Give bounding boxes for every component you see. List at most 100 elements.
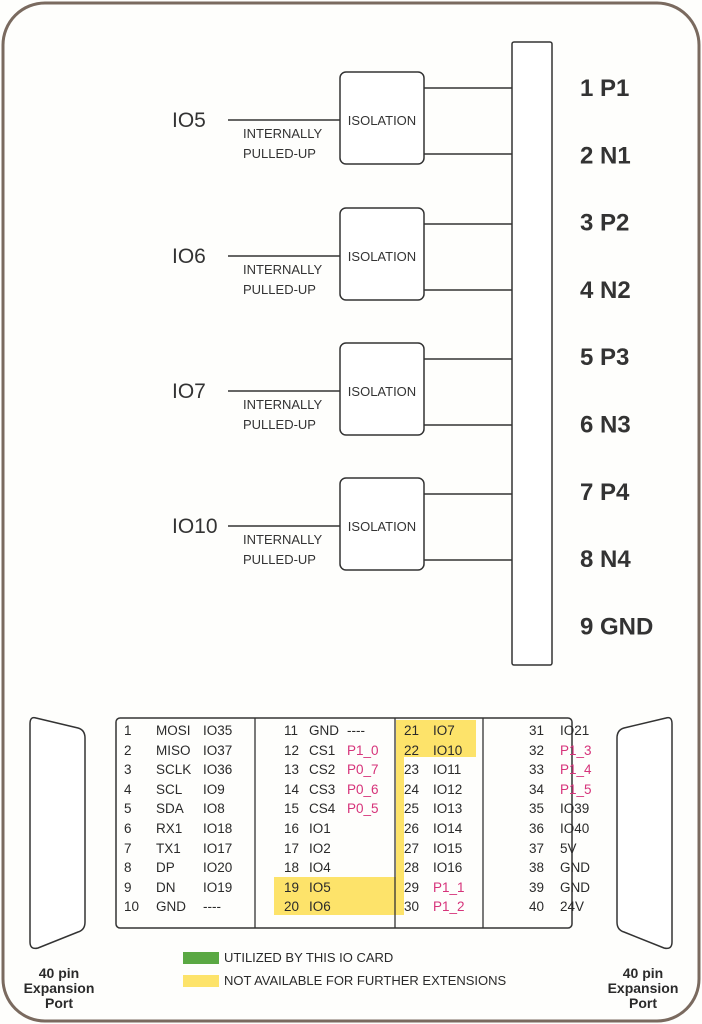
pin-function: P1_4 bbox=[560, 762, 592, 778]
connector-pin-label: 8 N4 bbox=[580, 546, 631, 573]
legend-label: UTILIZED BY THIS IO CARD bbox=[224, 950, 394, 965]
pin-number: 36 bbox=[529, 821, 545, 836]
pin-number: 16 bbox=[284, 821, 300, 836]
pin-function: SDA bbox=[156, 801, 184, 817]
pin-number: 27 bbox=[404, 840, 420, 856]
pin-function: CS2 bbox=[309, 762, 336, 778]
pin-signal: IO18 bbox=[203, 821, 233, 836]
pin-number: 6 bbox=[124, 821, 132, 836]
pin-function: DP bbox=[156, 860, 175, 876]
pin-function: IO39 bbox=[560, 801, 590, 817]
pin-function: P1_3 bbox=[560, 742, 592, 758]
pin-function: MISO bbox=[156, 742, 191, 758]
pin-signal: ---- bbox=[347, 723, 365, 738]
pin-function: P1_5 bbox=[560, 781, 592, 797]
pin-table-border bbox=[115, 717, 573, 929]
pin-function: IO11 bbox=[433, 762, 462, 778]
note-pulled-up: PULLED-UP bbox=[243, 282, 316, 297]
pin-number: 26 bbox=[404, 821, 420, 836]
connector-pin-label: 3 P2 bbox=[580, 210, 629, 237]
pin-number: 35 bbox=[529, 801, 545, 817]
pin-number: 9 bbox=[124, 879, 132, 895]
pin-function: 5V bbox=[560, 840, 577, 856]
pin-number: 24 bbox=[404, 781, 420, 797]
pin-number: 34 bbox=[529, 781, 545, 797]
pin-function: SCL bbox=[156, 781, 183, 797]
pin-function: 24V bbox=[560, 899, 585, 915]
pin-function: IO6 bbox=[309, 899, 331, 915]
pin-number: 39 bbox=[529, 879, 545, 895]
pin-signal: IO19 bbox=[203, 879, 233, 895]
pin-function: IO7 bbox=[433, 723, 455, 738]
pin-function: P1_2 bbox=[433, 899, 465, 915]
pin-number: 38 bbox=[529, 860, 545, 876]
pin-number: 11 bbox=[284, 723, 299, 738]
pin-number: 1 bbox=[124, 723, 132, 738]
isolation-label: ISOLATION bbox=[348, 249, 416, 264]
pin-function: IO40 bbox=[560, 821, 590, 836]
legend-label: NOT AVAILABLE FOR FURTHER EXTENSIONS bbox=[224, 973, 507, 988]
pin-number: 17 bbox=[284, 840, 300, 856]
pin-number: 4 bbox=[124, 781, 132, 797]
connector-pin-label: 6 N3 bbox=[580, 412, 631, 439]
pin-function: IO21 bbox=[560, 723, 590, 738]
pin-function: GND bbox=[156, 899, 186, 915]
pin-signal: P0_7 bbox=[347, 762, 379, 778]
note-internally: INTERNALLY bbox=[243, 126, 323, 141]
input-label: IO10 bbox=[172, 515, 218, 538]
isolation-box bbox=[339, 342, 425, 436]
isolation-box bbox=[339, 207, 425, 301]
highlight-pins-21-22 bbox=[396, 720, 476, 757]
pin-function: IO5 bbox=[309, 879, 331, 895]
pin-number: 5 bbox=[124, 801, 132, 817]
pin-signal: IO9 bbox=[203, 781, 225, 797]
pin-signal: IO37 bbox=[203, 742, 233, 758]
pin-number: 3 bbox=[124, 762, 132, 778]
pin-function: GND bbox=[560, 879, 590, 895]
highlight-strip bbox=[396, 720, 404, 915]
pin-function: GND bbox=[560, 860, 590, 876]
pin-function: IO4 bbox=[309, 860, 331, 876]
pin-number: 29 bbox=[404, 879, 420, 895]
pin-number: 37 bbox=[529, 840, 545, 856]
connector-pin-label: 7 P4 bbox=[580, 479, 630, 506]
pin-signal: ---- bbox=[203, 899, 221, 915]
left-expansion-port-icon bbox=[29, 716, 86, 950]
pin-number: 22 bbox=[404, 742, 420, 758]
pin-number: 8 bbox=[124, 860, 132, 876]
pin-signal: P0_6 bbox=[347, 781, 379, 797]
pin-function: IO15 bbox=[433, 840, 463, 856]
yellow-swatch bbox=[183, 974, 219, 987]
green-swatch bbox=[183, 951, 219, 964]
right-expansion-port-icon bbox=[616, 716, 673, 950]
pin-number: 7 bbox=[124, 840, 132, 856]
input-label: IO5 bbox=[172, 109, 206, 132]
note-internally: INTERNALLY bbox=[243, 262, 323, 277]
pin-number: 30 bbox=[404, 899, 420, 915]
pin-number: 20 bbox=[284, 899, 300, 915]
connector-pin-label: 4 N2 bbox=[580, 277, 631, 304]
note-pulled-up: PULLED-UP bbox=[243, 552, 316, 567]
isolation-box bbox=[339, 71, 425, 165]
pin-signal: IO36 bbox=[203, 762, 233, 778]
pin-function: IO16 bbox=[433, 860, 463, 876]
pin-function: IO12 bbox=[433, 781, 463, 797]
pin-function: IO1 bbox=[309, 821, 331, 836]
pin-function: IO13 bbox=[433, 801, 463, 817]
connector-pin-label: 1 P1 bbox=[580, 75, 629, 102]
pin-signal: IO35 bbox=[203, 723, 233, 738]
note-pulled-up: PULLED-UP bbox=[243, 417, 316, 432]
pin-function: RX1 bbox=[156, 821, 183, 836]
pin-number: 13 bbox=[284, 762, 300, 778]
isolation-label: ISOLATION bbox=[348, 519, 416, 534]
pin-number: 33 bbox=[529, 762, 545, 778]
pin-number: 2 bbox=[124, 742, 132, 758]
pin-function: GND bbox=[309, 723, 339, 738]
pin-number: 14 bbox=[284, 781, 300, 797]
